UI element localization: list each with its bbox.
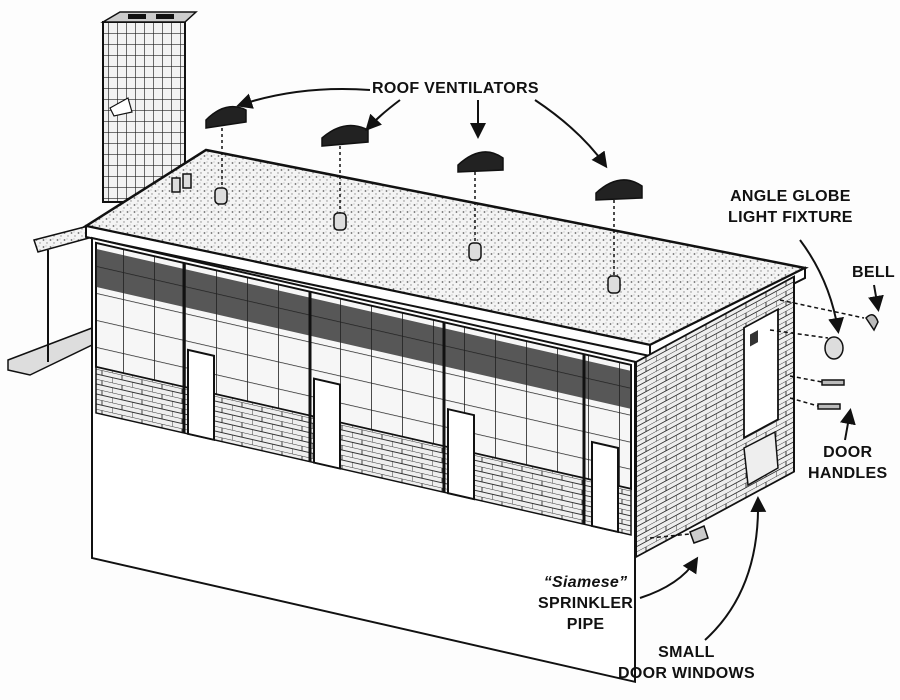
callout-arrows	[236, 88, 884, 641]
ventilator-3	[457, 151, 504, 261]
side-door	[743, 307, 779, 440]
label-bell: BELL	[852, 264, 895, 281]
side-porch	[7, 223, 97, 376]
label-roof-ventilators: ROOF VENTILATORS	[372, 80, 539, 97]
loose-parts	[649, 299, 879, 544]
front-facade	[91, 236, 636, 684]
ventilator-1	[205, 105, 247, 205]
side-brick-wall	[635, 275, 795, 559]
small-door-windows-part	[743, 430, 779, 487]
ventilator-4	[595, 179, 643, 294]
door-handle-1	[821, 379, 845, 386]
door-window	[750, 330, 758, 347]
sprinkler-pipe-part	[689, 524, 709, 544]
door-handle-2	[817, 403, 841, 410]
bell-icon	[865, 314, 879, 332]
ventilator-2	[321, 124, 369, 231]
roof-ventilators	[171, 105, 643, 294]
globe-light-icon	[824, 336, 844, 360]
entry-doors	[187, 348, 619, 534]
